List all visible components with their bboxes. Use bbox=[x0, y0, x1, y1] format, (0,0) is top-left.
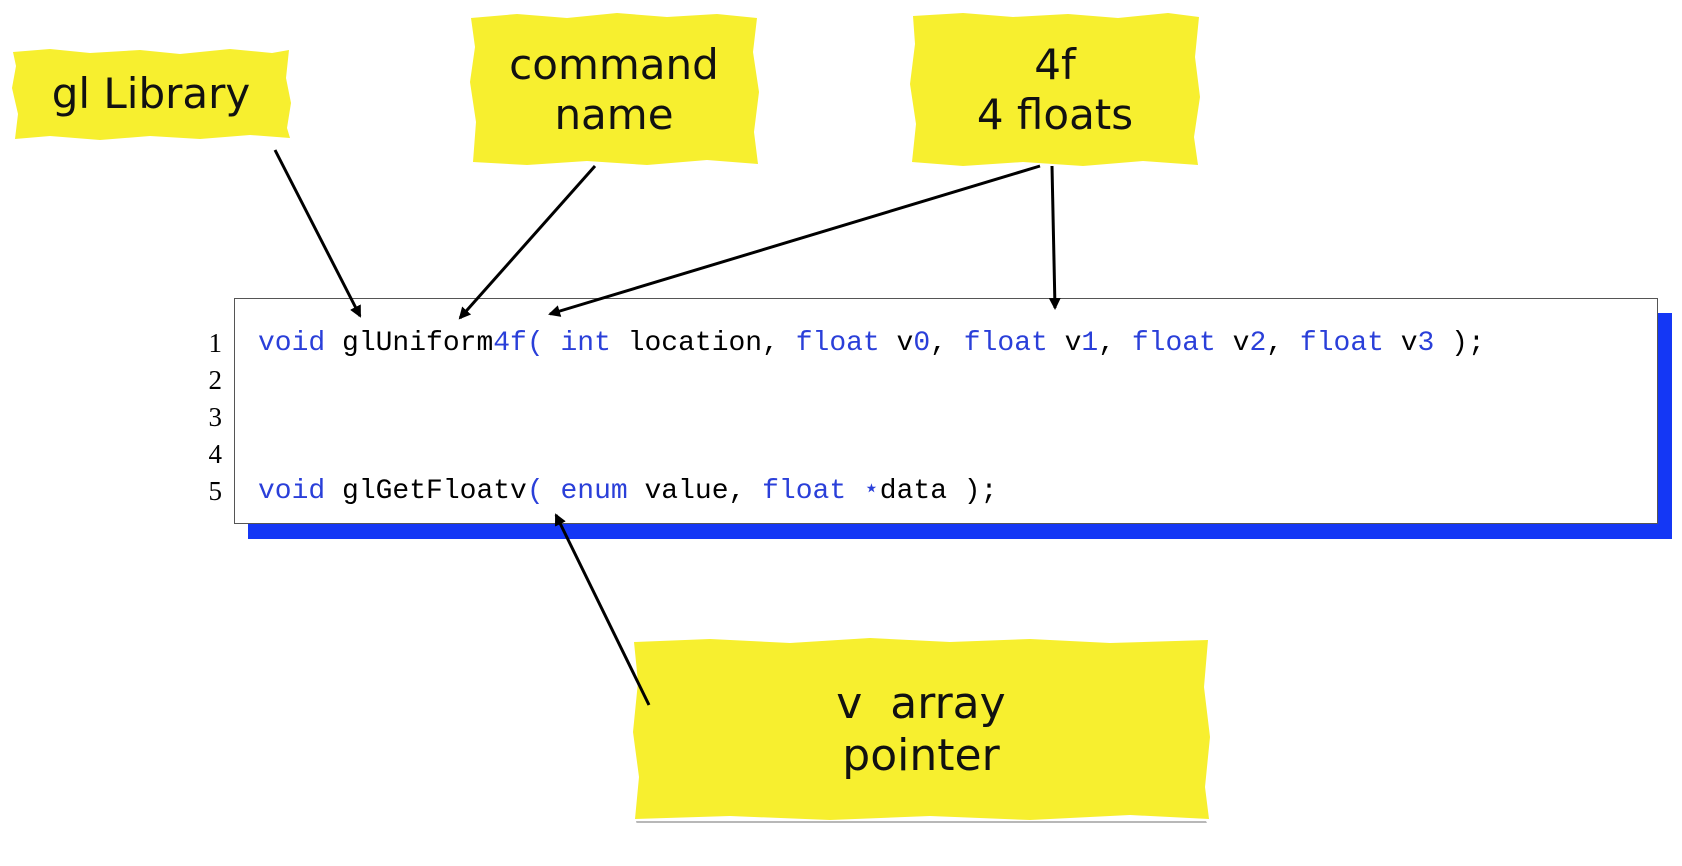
torn-paper-shape bbox=[910, 13, 1200, 166]
code-line bbox=[258, 436, 1485, 473]
note-gl-library-text: gl Library bbox=[51, 69, 251, 119]
torn-paper-shape bbox=[470, 13, 759, 165]
line-number: 1 bbox=[208, 328, 223, 358]
line-number-gutter: 1 2 3 4 5 bbox=[188, 325, 223, 510]
code-text-token: value, bbox=[644, 476, 763, 507]
code-keyword-token: float bbox=[963, 328, 1065, 359]
code-keyword-token: 1 bbox=[1081, 328, 1099, 359]
code-keyword-token: int bbox=[560, 328, 628, 359]
code-text-token: v bbox=[1064, 328, 1082, 359]
code-text-token: data ); bbox=[879, 476, 998, 507]
note-v-array-pointer-text: v array pointer bbox=[836, 678, 1006, 781]
code-text-token: v bbox=[1232, 328, 1250, 359]
code-text-token: v bbox=[1400, 328, 1418, 359]
line-number: 3 bbox=[208, 402, 223, 432]
code-keyword-token: float bbox=[762, 476, 863, 507]
code-keyword-token: ( bbox=[526, 476, 561, 507]
code-keyword-token: 2 bbox=[1249, 328, 1267, 359]
code-listing-box bbox=[234, 298, 1658, 524]
torn-paper-shape bbox=[633, 638, 1210, 823]
arrow-command-name bbox=[458, 165, 597, 320]
code-line: void glUniform4f( int location, float v0… bbox=[258, 325, 1485, 362]
code-text-token: , bbox=[1098, 328, 1132, 359]
code-text-token: location, bbox=[627, 328, 796, 359]
code-line: void glGetFloatv( enum value, float ⋆dat… bbox=[258, 473, 1485, 510]
code-text-token: v bbox=[896, 328, 914, 359]
line-number: 4 bbox=[208, 439, 223, 469]
note-v-array-pointer: v array pointer bbox=[630, 637, 1212, 823]
arrow-4f-floats bbox=[1048, 165, 1061, 310]
code-keyword-token: float bbox=[1299, 328, 1401, 359]
note-gl-library: gl Library bbox=[10, 48, 292, 140]
line-number: 5 bbox=[208, 476, 223, 506]
note-four-floats-text: 4f 4 floats bbox=[976, 40, 1134, 139]
code-keyword-token: void bbox=[258, 476, 343, 507]
code-keyword-token: ⋆ bbox=[862, 476, 880, 507]
arrow-4f-suffix bbox=[548, 164, 1041, 317]
code-keyword-token: void bbox=[258, 328, 343, 359]
code-keyword-token: float bbox=[1131, 328, 1233, 359]
code-keyword-token: enum bbox=[560, 476, 645, 507]
line-number: 2 bbox=[208, 365, 223, 395]
torn-paper-shape bbox=[12, 49, 291, 140]
code-keyword-token: 4f bbox=[493, 328, 527, 359]
code-keyword-token: 3 bbox=[1417, 328, 1435, 359]
code-keyword-token: ( bbox=[526, 328, 561, 359]
arrow-gl-library bbox=[273, 149, 362, 318]
code-keyword-token: float bbox=[795, 328, 897, 359]
code-text-token: ); bbox=[1434, 328, 1485, 359]
code-text-token: glGetFloatv bbox=[342, 476, 527, 507]
code-text-token: , bbox=[1266, 328, 1300, 359]
code-line bbox=[258, 399, 1485, 436]
note-four-floats: 4f 4 floats bbox=[908, 12, 1202, 168]
note-command-name-text: command name bbox=[509, 40, 719, 139]
code-text-token: glUniform bbox=[342, 328, 494, 359]
code-keyword-token: 0 bbox=[913, 328, 931, 359]
code-line bbox=[258, 362, 1485, 399]
code-text-token: , bbox=[930, 328, 964, 359]
note-command-name: command name bbox=[467, 12, 761, 168]
code-lines: void glUniform4f( int location, float v0… bbox=[258, 325, 1485, 510]
